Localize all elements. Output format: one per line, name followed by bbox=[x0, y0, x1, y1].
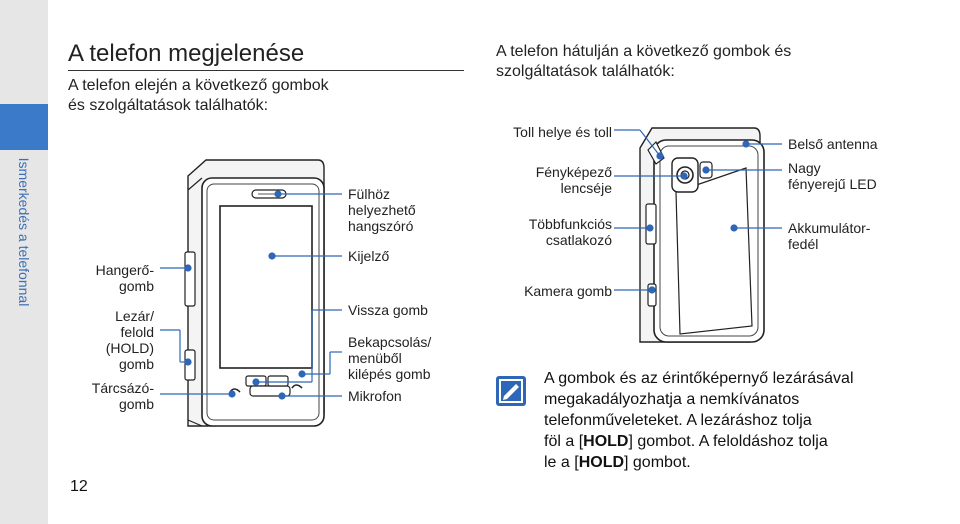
section-tab bbox=[0, 104, 48, 150]
page-title: A telefon megjelenése bbox=[68, 40, 305, 67]
volume-key-label: Hangerő- gomb bbox=[95, 262, 154, 294]
battery-cover-label: Akkumulátor- fedél bbox=[788, 220, 871, 252]
power-key-label: Bekapcsolás/ menüből kilépés gomb bbox=[348, 334, 432, 382]
connector-icon bbox=[645, 203, 657, 245]
display-area bbox=[219, 205, 313, 369]
back-intro: A telefon hátulján a következő gombok és… bbox=[496, 42, 791, 82]
hold-key-label: Lezár/ felold (HOLD) gomb bbox=[105, 308, 154, 372]
back-phone-illustration bbox=[614, 127, 782, 343]
stylus-label: Toll helye és toll bbox=[513, 124, 612, 140]
camera-key-label: Kamera gomb bbox=[524, 283, 612, 299]
volume-key-icon bbox=[184, 251, 196, 307]
speaker-label: Fülhöz helyezhető hangszóró bbox=[348, 186, 416, 234]
mic-label: Mikrofon bbox=[348, 388, 402, 404]
power-icon bbox=[291, 384, 303, 389]
note-text: A gombok és az érintőképernyő lezárásáva… bbox=[544, 370, 854, 471]
title-divider bbox=[68, 70, 464, 71]
display-label: Kijelző bbox=[348, 248, 390, 264]
back-key-label: Vissza gomb bbox=[348, 302, 428, 318]
battery-cover-icon bbox=[675, 167, 753, 335]
connector-label: Többfunkciós csatlakozó bbox=[528, 216, 612, 248]
front-intro-line: és szolgáltatások találhatók: bbox=[68, 97, 269, 114]
lens-label: Fényképező lencséje bbox=[535, 164, 612, 196]
front-phone-illustration bbox=[160, 159, 342, 427]
front-callouts bbox=[160, 190, 342, 400]
front-intro: A telefon elején a következő gombok és s… bbox=[68, 76, 329, 116]
back-callouts bbox=[614, 129, 782, 294]
dial-key-label: Tárcsázó- gomb bbox=[91, 380, 154, 412]
page-number: 12 bbox=[70, 478, 88, 495]
hold-key-icon bbox=[184, 349, 196, 381]
back-intro-line: A telefon hátulján a következő gombok és bbox=[496, 43, 792, 60]
front-intro-line: A telefon elején a következő gombok bbox=[68, 77, 329, 94]
back-intro-line: szolgáltatások találhatók: bbox=[496, 63, 675, 80]
note-pencil-icon bbox=[496, 376, 526, 406]
led-label: Nagy fényerejű LED bbox=[788, 160, 877, 192]
antenna-label: Belső antenna bbox=[788, 136, 878, 152]
